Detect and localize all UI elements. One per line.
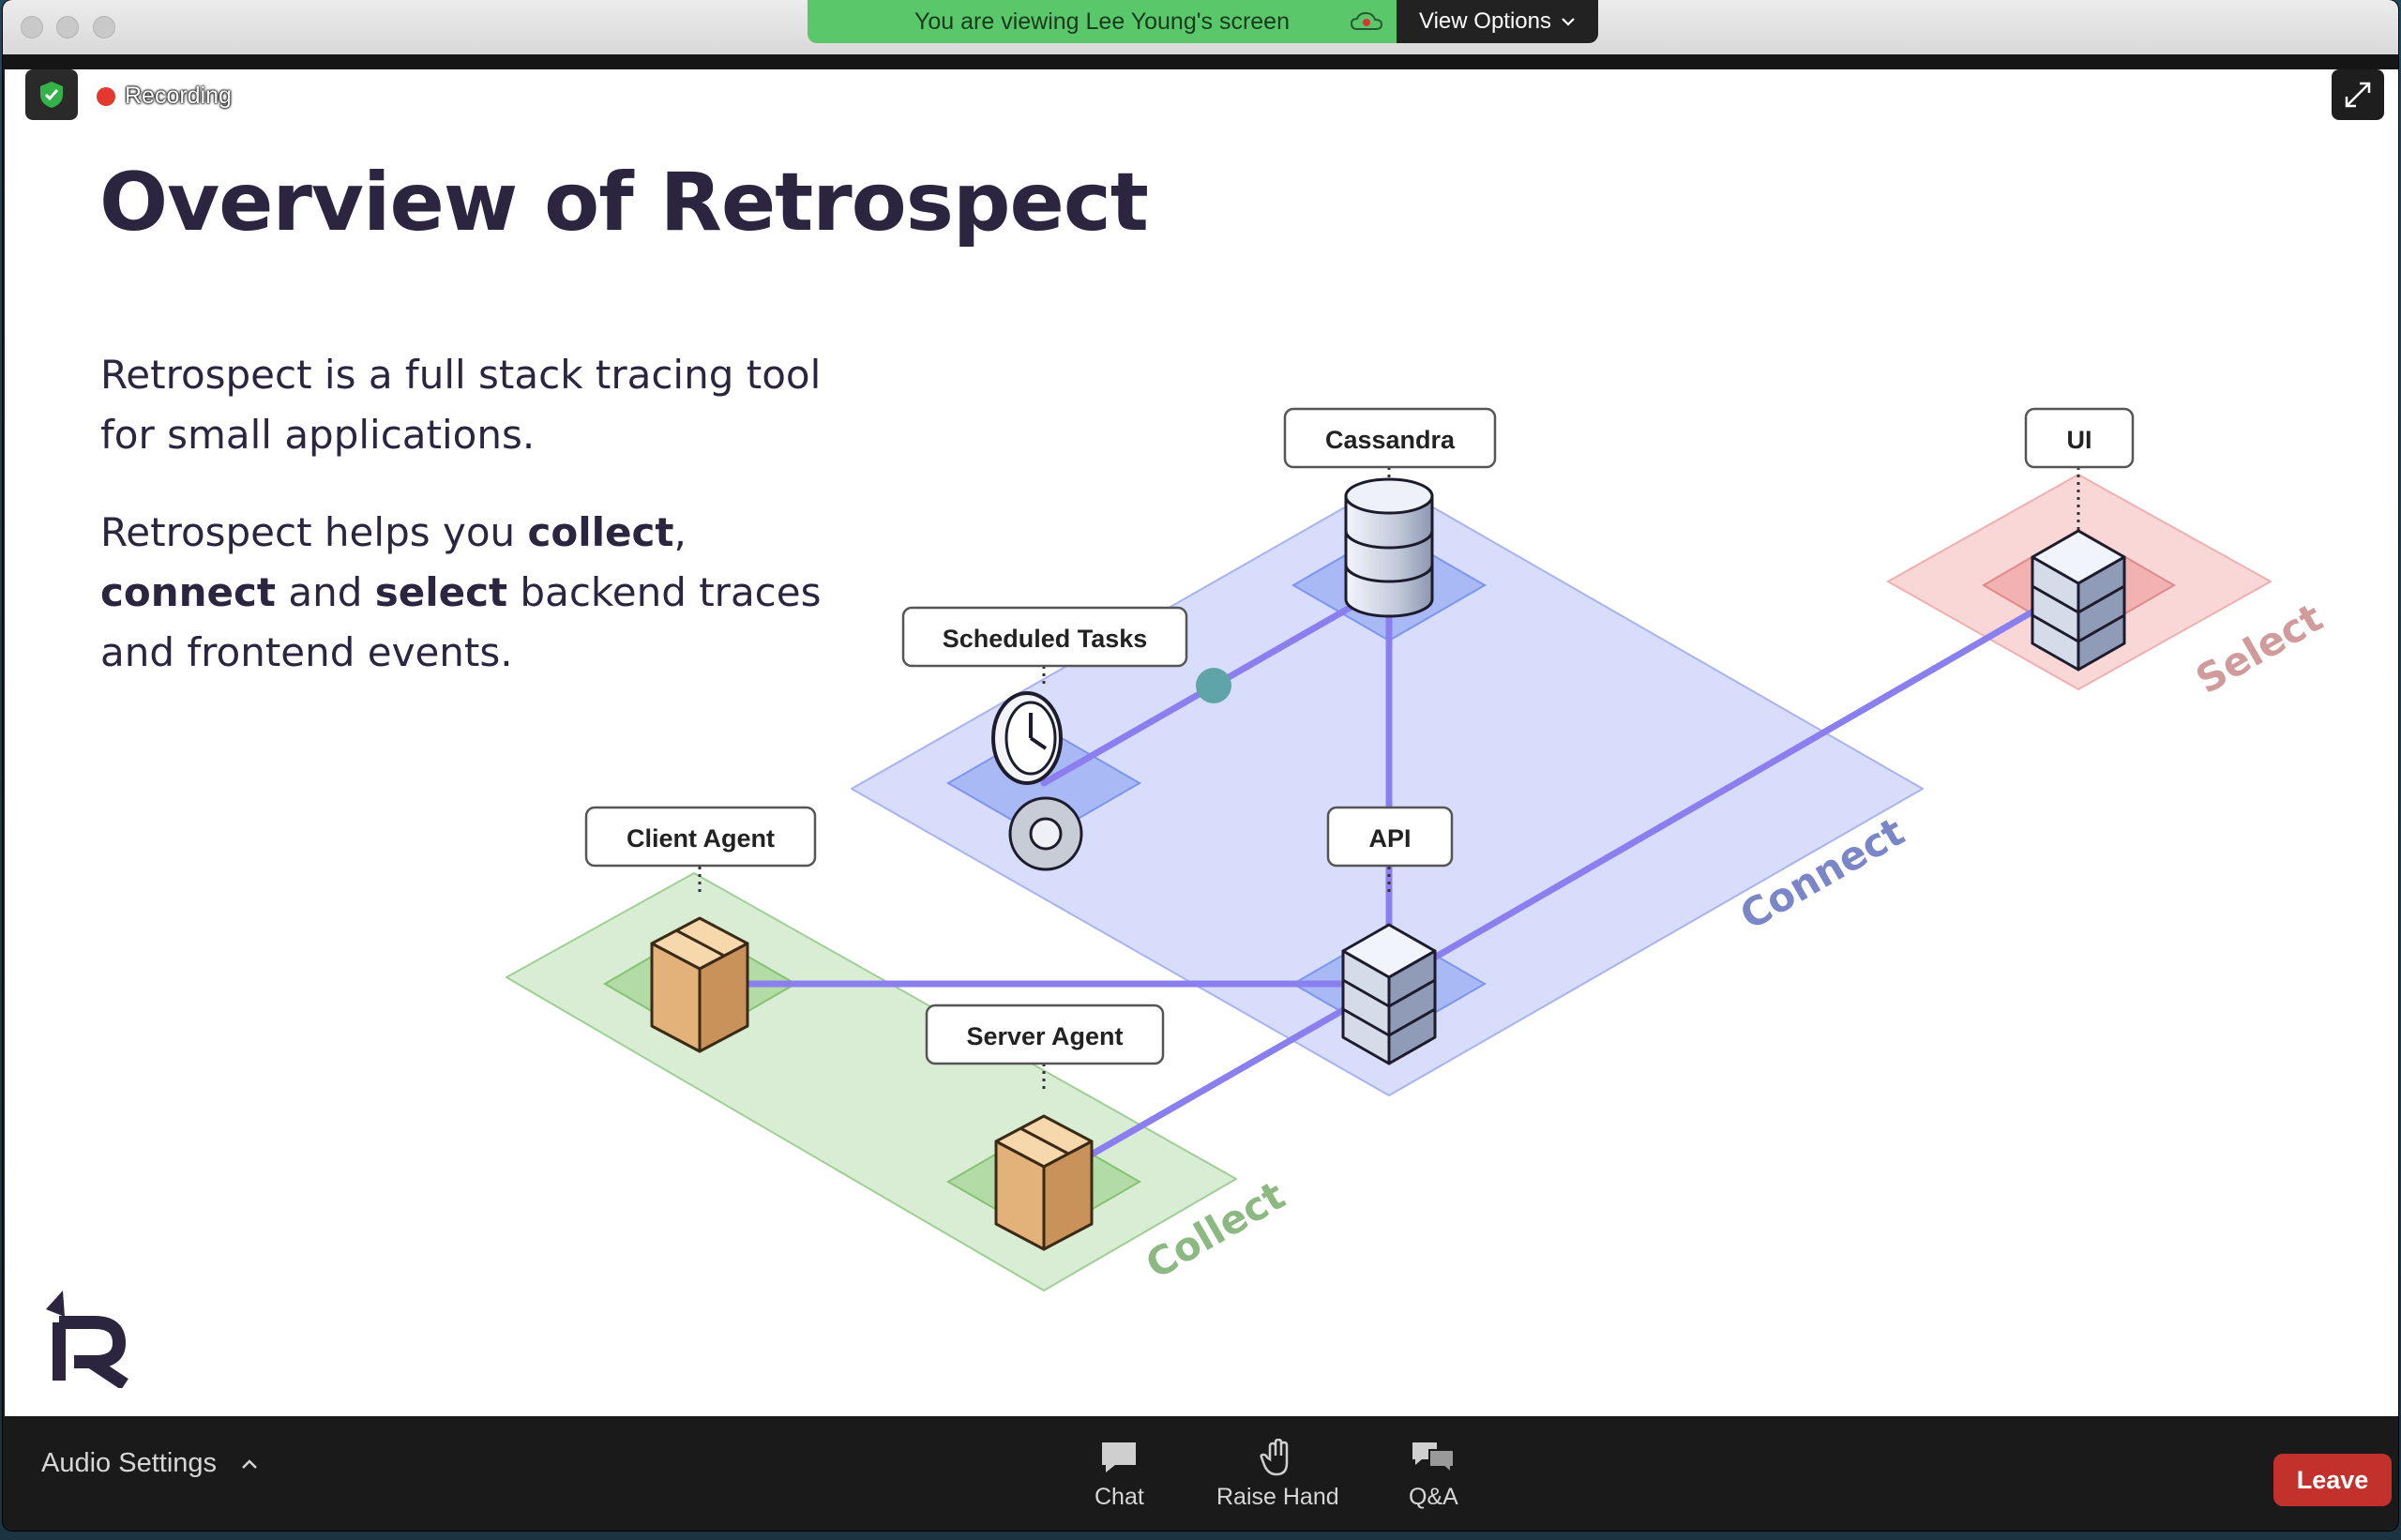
- database-icon: [1344, 477, 1434, 618]
- node-label-cassandra: Cassandra: [1283, 407, 1497, 469]
- chevron-down-icon: [1562, 18, 1575, 26]
- security-shield-button[interactable]: [25, 69, 78, 120]
- slide-description-text: Retrospect helps you collect, connect an…: [100, 503, 851, 683]
- shared-screen: Connect Select Collect: [5, 69, 2398, 1416]
- server-rack-icon: [2031, 529, 2126, 672]
- cloud-recording-icon: [1350, 11, 1383, 30]
- viewing-text: You are viewing Lee Young's screen: [914, 8, 1290, 35]
- node-label-api-text: API: [1368, 824, 1411, 853]
- qa-bubbles-icon: [1412, 1442, 1456, 1475]
- minimize-window-button[interactable]: [56, 16, 79, 38]
- chat-button[interactable]: Chat: [1095, 1439, 1144, 1511]
- node-label-server-agent: Server Agent: [925, 1004, 1165, 1065]
- slide-intro-text: Retrospect is a full stack tracing tool …: [100, 352, 822, 458]
- zoom-window: You are viewing Lee Young's screen View …: [3, 0, 2398, 1531]
- node-label-scheduled-tasks: Scheduled Tasks: [901, 606, 1188, 668]
- architecture-diagram: Connect Select Collect: [506, 407, 2330, 1291]
- node-label-client-agent: Client Agent: [584, 806, 817, 868]
- chevron-up-icon[interactable]: [241, 1458, 258, 1470]
- qa-label: Q&A: [1409, 1484, 1458, 1510]
- view-options-label: View Options: [1419, 8, 1551, 34]
- node-label-ui-text: UI: [2067, 426, 2092, 454]
- node-label-cassandra-text: Cassandra: [1325, 426, 1456, 454]
- desc-connect: connect: [100, 569, 277, 615]
- share-frame-border: [3, 54, 2398, 69]
- recording-indicator: Recording: [97, 83, 232, 110]
- connection-lines: [696, 581, 2082, 1185]
- node-label-server-agent-text: Server Agent: [966, 1022, 1123, 1050]
- meeting-toolbar: Audio Settings Chat Raise Hand Q&A Lea: [3, 1416, 2398, 1531]
- desc-collect: collect: [527, 509, 674, 555]
- trace-dot-marker: [1196, 668, 1231, 703]
- chat-bubble-icon: [1102, 1442, 1137, 1472]
- close-window-button[interactable]: [21, 16, 43, 38]
- screen-share-banner: You are viewing Lee Young's screen View …: [808, 0, 1598, 43]
- desc-comma: ,: [673, 509, 687, 555]
- expand-icon: [2345, 82, 2371, 108]
- package-box-icon: [650, 916, 749, 1053]
- desc-rest: backend traces and frontend events.: [100, 569, 822, 675]
- raise-hand-label: Raise Hand: [1216, 1484, 1339, 1510]
- recording-dot-icon: [97, 86, 115, 106]
- audio-settings-label: Audio Settings: [41, 1448, 218, 1478]
- raise-hand-icon: [1260, 1439, 1289, 1476]
- audio-settings-button[interactable]: Audio Settings: [41, 1448, 258, 1479]
- node-label-scheduled-tasks-text: Scheduled Tasks: [943, 625, 1148, 653]
- view-options-button[interactable]: View Options: [1397, 0, 1598, 43]
- node-label-ui: UI: [2024, 407, 2135, 469]
- zoom-window-button[interactable]: [93, 16, 115, 38]
- slide-title: Overview of Retrospect: [99, 156, 1149, 249]
- recording-label: Recording: [125, 83, 232, 109]
- shield-check-icon: [40, 82, 63, 108]
- node-label-api: API: [1326, 806, 1454, 868]
- qa-button[interactable]: Q&A: [1409, 1439, 1458, 1511]
- desc-and: and: [276, 569, 375, 615]
- chat-label: Chat: [1095, 1484, 1144, 1510]
- raise-hand-button[interactable]: Raise Hand: [1216, 1439, 1339, 1511]
- viewing-indicator: You are viewing Lee Young's screen: [808, 0, 1397, 43]
- leave-button[interactable]: Leave: [2273, 1454, 2392, 1506]
- api-server-icon: [1341, 923, 1437, 1065]
- retrospect-logo-icon: [46, 1291, 128, 1388]
- clock-gear-icon: [991, 691, 1083, 871]
- package-box-icon: [994, 1114, 1094, 1251]
- node-label-client-agent-text: Client Agent: [627, 824, 775, 853]
- desc-select: select: [374, 569, 508, 615]
- fullscreen-button[interactable]: [2332, 69, 2384, 120]
- desc-intro: Retrospect helps you: [100, 509, 528, 555]
